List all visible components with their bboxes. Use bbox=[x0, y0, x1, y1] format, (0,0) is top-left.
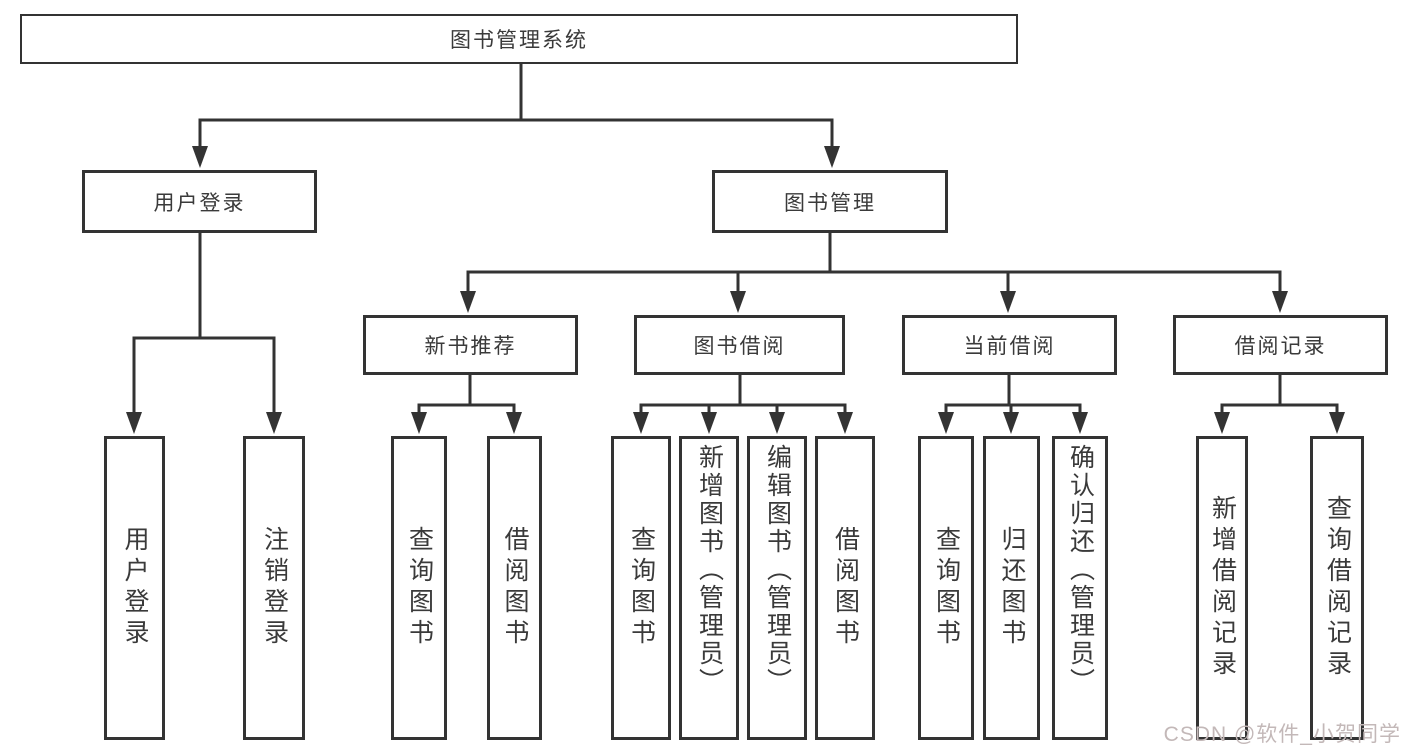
leaf-query-books-current: 查询图书 bbox=[918, 436, 974, 740]
leaf-query-books-recommend: 查询图书 bbox=[391, 436, 447, 740]
leaf-return-books: 归还图书 bbox=[983, 436, 1040, 740]
leaf-add-books-admin: 新增图书（管理员） bbox=[679, 436, 739, 740]
node-label: 图书管理 bbox=[784, 191, 876, 215]
node-borrow-records: 借阅记录 bbox=[1173, 315, 1388, 375]
leaf-confirm-return-admin: 确认归还（管理员） bbox=[1052, 436, 1108, 740]
arrowheads bbox=[126, 146, 1345, 434]
node-new-book-recommend: 新书推荐 bbox=[363, 315, 578, 375]
leaf-label: 编辑图书（管理员） bbox=[763, 444, 792, 696]
node-current-borrow: 当前借阅 bbox=[902, 315, 1117, 375]
leaf-label: 新增图书（管理员） bbox=[695, 444, 724, 696]
leaf-label: 查询图书 bbox=[932, 526, 961, 650]
leaf-logout: 注销登录 bbox=[243, 436, 305, 740]
leaf-label: 注销登录 bbox=[260, 526, 289, 650]
leaf-query-books-borrow: 查询图书 bbox=[611, 436, 671, 740]
node-user-login: 用户登录 bbox=[82, 170, 317, 233]
leaf-borrow-books: 借阅图书 bbox=[815, 436, 875, 740]
node-label: 当前借阅 bbox=[963, 335, 1056, 358]
node-book-management: 图书管理 bbox=[712, 170, 948, 233]
csdn-watermark: CSDN @软件_小贺同学 bbox=[1163, 723, 1401, 746]
leaf-add-borrow-record: 新增借阅记录 bbox=[1196, 436, 1248, 740]
leaf-borrow-books-recommend: 借阅图书 bbox=[487, 436, 542, 740]
node-label: 用户登录 bbox=[153, 191, 246, 215]
leaf-label: 确认归还（管理员） bbox=[1066, 444, 1095, 696]
leaf-edit-books-admin: 编辑图书（管理员） bbox=[747, 436, 807, 740]
node-label: 图书借阅 bbox=[693, 335, 786, 358]
leaf-label: 借阅图书 bbox=[501, 526, 529, 650]
leaf-user-login: 用户登录 bbox=[104, 436, 165, 740]
leaf-label: 用户登录 bbox=[121, 526, 149, 650]
leaf-label: 查询借阅记录 bbox=[1323, 495, 1352, 681]
leaf-label: 借阅图书 bbox=[831, 526, 860, 650]
node-label: 新书推荐 bbox=[424, 335, 517, 358]
leaf-label: 查询图书 bbox=[627, 526, 656, 650]
node-system-root: 图书管理系统 bbox=[20, 14, 1018, 64]
leaf-label: 查询图书 bbox=[405, 526, 434, 650]
leaf-label: 归还图书 bbox=[998, 526, 1026, 650]
node-label: 借阅记录 bbox=[1234, 335, 1327, 358]
node-label: 图书管理系统 bbox=[450, 29, 588, 52]
leaf-query-borrow-record: 查询借阅记录 bbox=[1310, 436, 1364, 740]
leaf-label: 新增借阅记录 bbox=[1208, 495, 1237, 681]
node-book-borrow: 图书借阅 bbox=[634, 315, 845, 375]
